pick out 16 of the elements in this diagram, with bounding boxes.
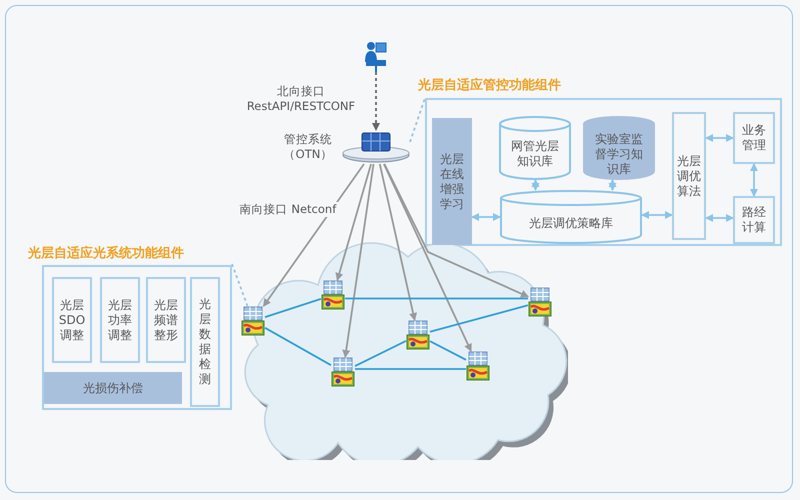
panel-title: 光层自适应光系统功能组件	[28, 244, 184, 262]
database-cylinder: 实验室监督学习知识库	[583, 116, 655, 180]
panel-title: 光层自适应管控功能组件	[418, 76, 561, 94]
process-box: 光层功率调整	[100, 277, 140, 363]
process-box: 光损伤补偿	[44, 372, 182, 404]
database-cylinder: 网管光层知识库	[499, 116, 571, 180]
process-box: 光层调优算法	[672, 112, 706, 240]
process-box: 路经计算	[733, 196, 775, 244]
process-box: 光层频谱整形	[146, 277, 186, 363]
database-cylinder: 光层调优策略库	[500, 190, 642, 244]
process-box: 业务管理	[733, 112, 775, 164]
process-box: 光层数据检测	[190, 277, 220, 407]
node-caption: 管控系统（OTN）	[282, 132, 334, 162]
process-box: 光层在线增强学习	[432, 118, 472, 245]
process-box: 光层SDO调整	[52, 277, 92, 363]
interface-label: 北向接口 RestAPI/RESTCONF	[246, 84, 356, 114]
